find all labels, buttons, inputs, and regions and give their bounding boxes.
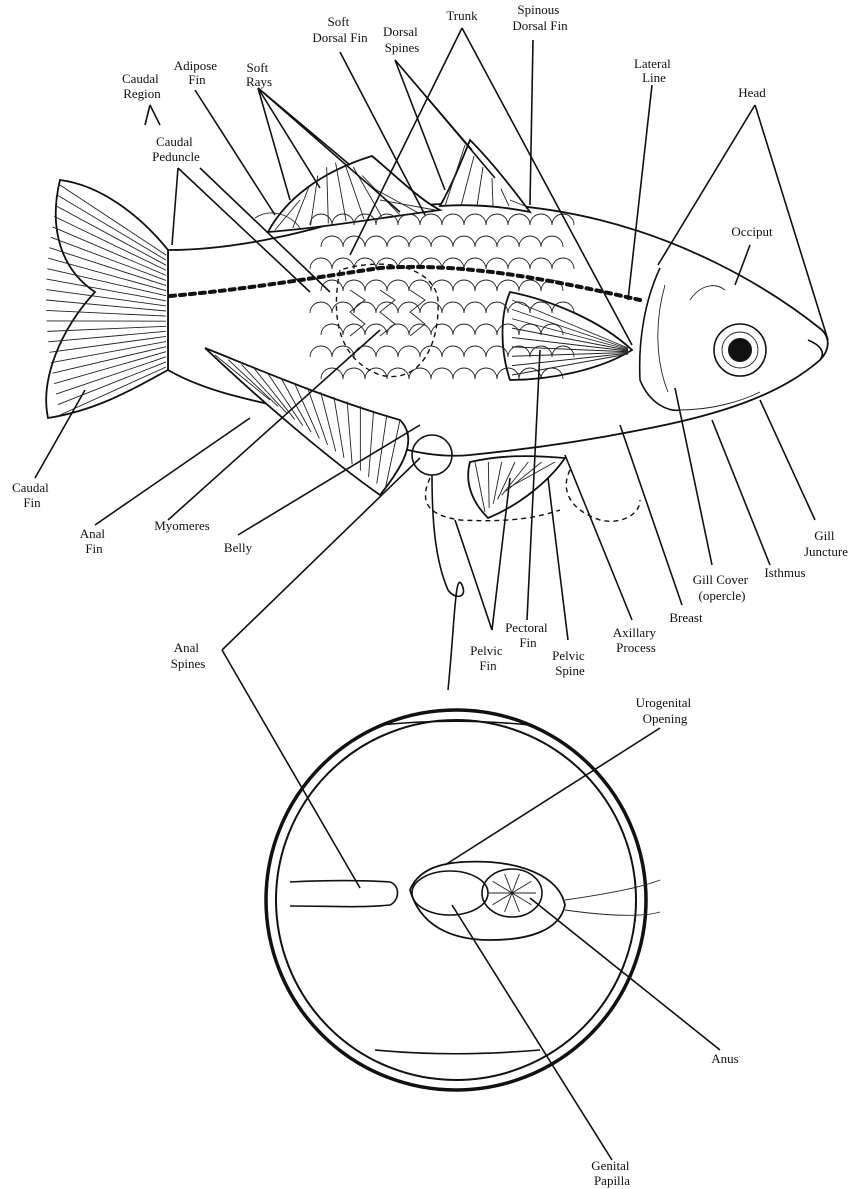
magnified-inset <box>266 710 660 1090</box>
eye-icon <box>728 338 752 362</box>
label-pelvic-spine: Pelvic Spine <box>552 648 588 678</box>
label-adipose-fin: Adipose Fin <box>174 58 221 87</box>
label-occiput: Occiput <box>731 224 773 239</box>
label-anal-spines: Anal Spines <box>171 640 206 671</box>
label-soft-rays: Soft Rays <box>246 60 272 89</box>
label-soft-dorsal-fin: Soft Dorsal Fin <box>312 14 368 45</box>
label-lateral-line: Lateral Line <box>634 56 674 85</box>
label-anal-fin: Anal Fin <box>80 526 109 556</box>
label-isthmus: Isthmus <box>764 565 805 580</box>
label-head: Head <box>738 85 766 100</box>
label-genital-papilla: Genital Papilla <box>591 1158 633 1188</box>
label-myomeres: Myomeres <box>154 518 210 533</box>
zoom-connector <box>432 475 464 690</box>
spinous-dorsal-fin-shape <box>440 140 530 212</box>
pectoral-outline <box>566 470 640 521</box>
label-urogenital-opening: Urogenital Opening <box>636 695 695 726</box>
label-gill-juncture: Gill Juncture <box>804 528 848 559</box>
label-belly: Belly <box>224 540 253 555</box>
caudal-fin-shape <box>46 180 168 418</box>
label-gill-cover: Gill Cover (opercle) <box>693 572 752 603</box>
label-breast: Breast <box>669 610 703 625</box>
label-trunk: Trunk <box>446 8 478 23</box>
pelvic-fin-shape <box>468 456 565 518</box>
label-spinous-dorsal-fin: Spinous Dorsal Fin <box>512 2 568 33</box>
label-caudal-peduncle: Caudal Peduncle <box>152 134 200 164</box>
label-pelvic-fin: Pelvic Fin <box>470 643 506 673</box>
label-dorsal-spines: Dorsal Spines <box>383 24 421 55</box>
label-anus: Anus <box>711 1051 738 1066</box>
label-caudal-region: Caudal Region <box>122 71 162 101</box>
label-axillary-process: Axillary Process <box>613 625 660 655</box>
label-caudal-fin: Caudal Fin <box>12 480 52 510</box>
label-pectoral-fin: Pectoral Fin <box>505 620 551 650</box>
